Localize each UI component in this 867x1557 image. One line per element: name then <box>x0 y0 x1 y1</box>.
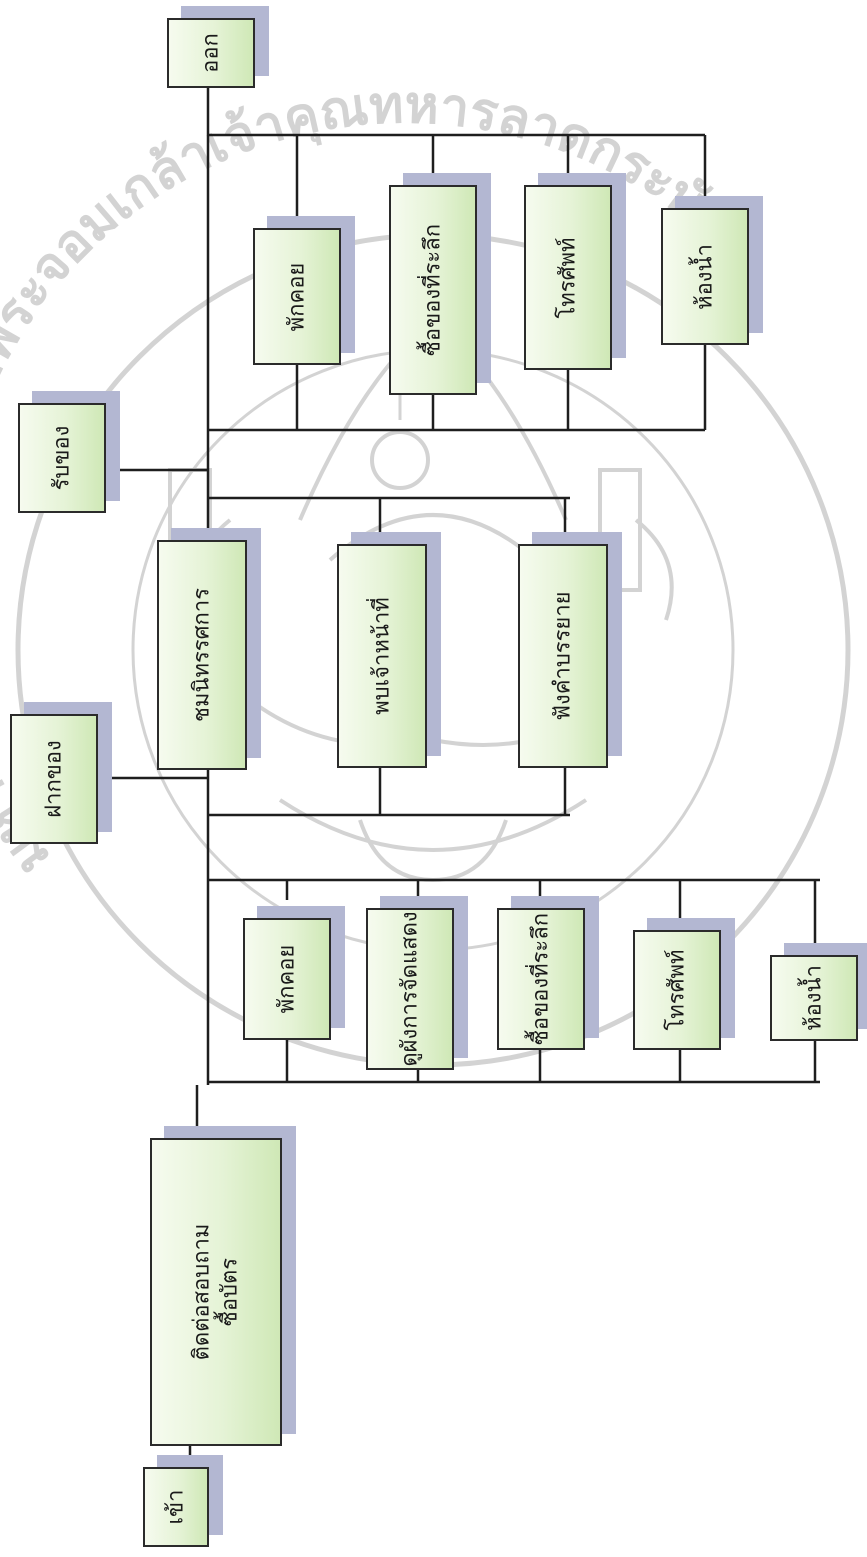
exit-node[interactable]: ออก <box>167 18 255 88</box>
souvenir-node-2[interactable]: ซื้อของที่ระลึก <box>389 185 477 395</box>
rest-node-2[interactable]: พักคอย <box>253 228 341 365</box>
toilet-label-2: ห้องน้ำ <box>692 243 718 310</box>
deposit-node[interactable]: ฝากของ <box>10 714 98 844</box>
meet-staff-node[interactable]: พบเจ้าหน้าที่ <box>337 544 427 768</box>
watch-show-label: ดูผังการจัดแสดง <box>397 911 423 1067</box>
pickup-label: รับของ <box>49 425 75 491</box>
pickup-node[interactable]: รับของ <box>18 403 106 513</box>
watch-show-node[interactable]: ดูผังการจัดแสดง <box>366 908 454 1070</box>
exhibition-label: ชมนิทรรศการ <box>189 587 215 723</box>
phone-node-2[interactable]: โทรศัพท์ <box>524 185 612 370</box>
contact-ticket-label: ติดต่อสอบถาม ซื้อบัตร <box>189 1223 243 1361</box>
meet-staff-label: พบเจ้าหน้าที่ <box>369 597 395 715</box>
entrance-label: เข้า <box>163 1489 189 1525</box>
toilet-node-1[interactable]: ห้องน้ำ <box>770 955 858 1041</box>
rest-label-1: พักคอย <box>274 944 300 1014</box>
toilet-label-1: ห้องน้ำ <box>801 965 827 1031</box>
souvenir-label-1: ซื้อของที่ระลึก <box>528 912 554 1046</box>
lecture-node[interactable]: ฟังคำบรรยาย <box>518 544 608 768</box>
rest-node-1[interactable]: พักคอย <box>243 918 331 1040</box>
souvenir-label-2: ซื้อของที่ระลึก <box>420 223 446 357</box>
rest-label-2: พักคอย <box>284 262 310 331</box>
phone-label-1: โทรศัพท์ <box>664 949 690 1031</box>
souvenir-node-1[interactable]: ซื้อของที่ระลึก <box>497 908 585 1050</box>
exit-label: ออก <box>198 33 224 73</box>
phone-node-1[interactable]: โทรศัพท์ <box>633 930 721 1050</box>
contact-ticket-node[interactable]: ติดต่อสอบถาม ซื้อบัตร <box>150 1138 282 1446</box>
deposit-label: ฝากของ <box>41 740 67 818</box>
exhibition-node[interactable]: ชมนิทรรศการ <box>157 540 247 770</box>
entrance-node[interactable]: เข้า <box>143 1467 209 1547</box>
toilet-node-2[interactable]: ห้องน้ำ <box>661 208 749 345</box>
phone-label-2: โทรศัพท์ <box>555 236 581 319</box>
lecture-label: ฟังคำบรรยาย <box>550 591 576 721</box>
